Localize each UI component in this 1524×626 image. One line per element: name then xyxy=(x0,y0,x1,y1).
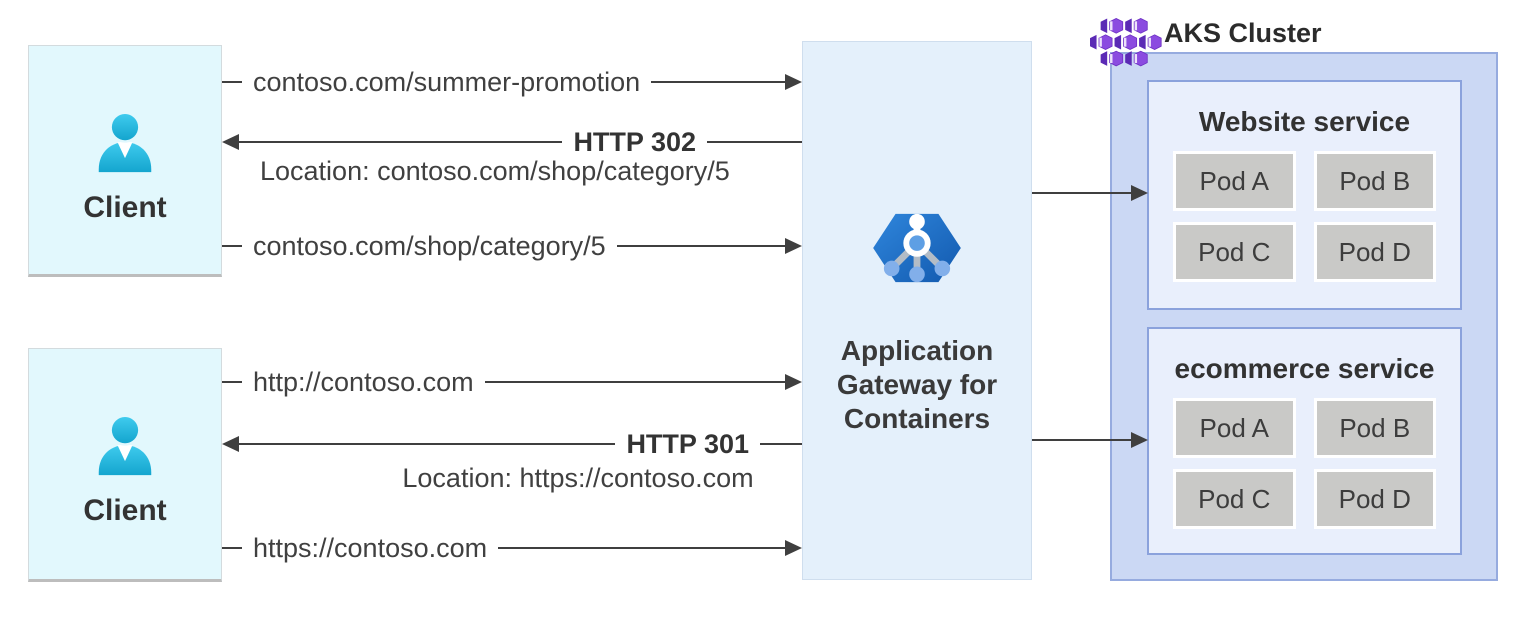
location-header-label: Location: https://contoso.com xyxy=(402,463,754,493)
arrow-line xyxy=(1032,192,1131,194)
arrow-line xyxy=(222,245,242,247)
arrow-line xyxy=(222,381,242,383)
arrowhead-right-icon xyxy=(1131,185,1148,201)
arrowhead-right-icon xyxy=(785,540,802,556)
arrowhead-right-icon xyxy=(1131,432,1148,448)
arrow-line xyxy=(760,443,802,445)
request-arrow-http-contoso: http://contoso.com xyxy=(222,366,802,398)
arrowhead-right-icon xyxy=(785,238,802,254)
request-url-label: contoso.com/summer-promotion xyxy=(253,66,641,97)
arrow-line xyxy=(707,141,802,143)
website-pod-grid: Pod A Pod B Pod C Pod D xyxy=(1173,151,1436,282)
pod: Pod D xyxy=(1313,469,1436,529)
ecommerce-service-box: ecommerce service Pod A Pod B Pod C Pod … xyxy=(1147,327,1462,555)
gateway-to-ecommerce-arrow xyxy=(1032,432,1148,448)
ecommerce-service-title: ecommerce service xyxy=(1174,353,1435,384)
gateway-label-line: Application xyxy=(840,335,994,366)
http-status-label: HTTP 301 xyxy=(626,428,749,459)
client-label: Client xyxy=(83,494,167,527)
gateway-to-website-arrow xyxy=(1032,185,1148,201)
arrow-line xyxy=(239,443,616,445)
arrow-line xyxy=(498,547,785,549)
arrowhead-left-icon xyxy=(222,134,239,150)
arrow-line xyxy=(616,245,785,247)
gateway-label-line: Gateway for xyxy=(836,369,998,400)
client-box-2: Client xyxy=(28,348,222,582)
arrowhead-right-icon xyxy=(785,374,802,390)
arrow-line xyxy=(1032,439,1131,441)
arrow-line xyxy=(239,141,563,143)
request-arrow-https-contoso: https://contoso.com xyxy=(222,532,802,564)
aks-cluster-icon xyxy=(1089,12,1162,79)
arrow-line xyxy=(222,547,242,549)
client-label: Client xyxy=(83,191,167,224)
request-url-label: https://contoso.com xyxy=(253,532,488,563)
http-status-label: HTTP 302 xyxy=(573,126,696,157)
arrow-line xyxy=(222,81,242,83)
ecommerce-pod-grid: Pod A Pod B Pod C Pod D xyxy=(1173,398,1436,529)
pod: Pod A xyxy=(1173,398,1296,458)
pod: Pod C xyxy=(1173,222,1296,282)
request-arrow-summer-promotion: contoso.com/summer-promotion xyxy=(222,66,802,98)
pod: Pod C xyxy=(1173,469,1296,529)
aks-cluster-label: AKS Cluster xyxy=(1164,18,1322,48)
gateway-label-line: Containers xyxy=(843,403,991,434)
response-arrow-http-301: HTTP 301 xyxy=(222,428,802,460)
arrow-line xyxy=(651,81,785,83)
arrowhead-right-icon xyxy=(785,74,802,90)
location-header-label: Location: contoso.com/shop/category/5 xyxy=(260,156,730,186)
pod: Pod B xyxy=(1313,398,1436,458)
website-service-title: Website service xyxy=(1198,106,1411,137)
application-gateway-box: Application Gateway for Containers xyxy=(802,41,1032,580)
request-url-label: http://contoso.com xyxy=(253,366,474,397)
pod: Pod A xyxy=(1173,151,1296,211)
pod: Pod B xyxy=(1313,151,1436,211)
app-gateway-for-containers-icon xyxy=(803,210,1031,286)
application-gateway-label: Application Gateway for Containers xyxy=(803,334,1031,436)
request-url-label: contoso.com/shop/category/5 xyxy=(253,230,606,261)
request-arrow-shop-category: contoso.com/shop/category/5 xyxy=(222,230,802,262)
website-service-box: Website service Pod A Pod B Pod C Pod D xyxy=(1147,80,1462,310)
client-box-1: Client xyxy=(28,45,222,277)
pod: Pod D xyxy=(1313,222,1436,282)
response-arrow-http-302: HTTP 302 xyxy=(222,126,802,158)
person-icon xyxy=(95,415,155,484)
arrowhead-left-icon xyxy=(222,436,239,452)
person-icon xyxy=(95,112,155,181)
arrow-line xyxy=(484,381,785,383)
